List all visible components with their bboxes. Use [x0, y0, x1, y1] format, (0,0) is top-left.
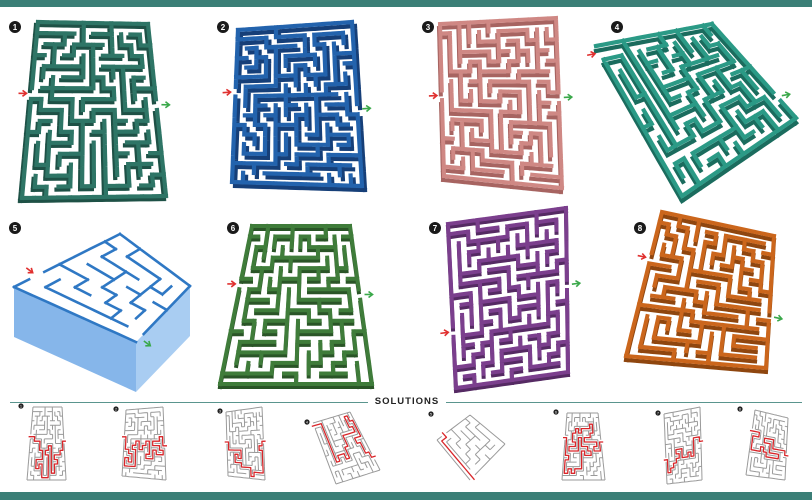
solution-number-badge: 1 — [18, 403, 24, 409]
exit-arrow-icon — [143, 340, 152, 347]
solution-walls — [436, 414, 506, 481]
maze-3: 3 — [422, 15, 574, 195]
exit-arrow-icon — [773, 314, 784, 322]
maze-6-walls — [217, 223, 375, 387]
solution-walls — [26, 406, 67, 481]
solution-walls — [745, 409, 789, 481]
divider-left — [10, 402, 368, 403]
maze-number: 2 — [221, 23, 226, 32]
maze-number: 5 — [13, 224, 18, 233]
solution-number-badge: 3 — [217, 408, 223, 414]
maze-1-walls — [19, 19, 169, 201]
maze-number: 4 — [615, 23, 620, 32]
solution-number-badge: 7 — [655, 410, 661, 416]
exit-arrow-icon — [563, 93, 574, 101]
entry-arrow-icon — [428, 92, 439, 100]
entry-arrow-icon — [637, 252, 647, 261]
solution-6: 6 — [553, 409, 606, 481]
solution-number-badge: 5 — [428, 411, 434, 417]
solution-number-badge: 4 — [304, 419, 310, 425]
maze-8: 8 — [623, 209, 784, 375]
solution-3: 3 — [217, 406, 266, 481]
solution-number: 7 — [657, 412, 659, 416]
maze-7: 7 — [429, 205, 582, 394]
maze-number-badge: 7 — [429, 222, 441, 234]
solution-path — [224, 440, 266, 478]
solution-number-badge: 6 — [553, 409, 559, 415]
maze-4: 4 — [586, 21, 799, 204]
solution-walls — [312, 411, 381, 485]
exit-arrow-icon — [364, 290, 374, 299]
bottom-bar — [0, 492, 812, 500]
maze-5-walls — [12, 232, 192, 344]
solution-number: 3 — [219, 410, 221, 414]
maze-number: 1 — [13, 23, 18, 32]
maze-number: 8 — [638, 224, 643, 233]
maze-number-badge: 8 — [634, 222, 646, 234]
solution-7: 7 — [655, 406, 704, 485]
maze-7-walls — [445, 205, 571, 391]
maze-6: 6 — [217, 222, 375, 390]
maze-5: 5 — [9, 222, 192, 392]
solution-4: 4 — [304, 411, 381, 485]
solution-path — [441, 431, 475, 481]
maze-number: 7 — [433, 224, 438, 233]
solution-path — [311, 415, 376, 463]
divider-right — [446, 402, 802, 403]
entry-arrow-icon — [440, 329, 450, 337]
maze-5-side-left — [14, 287, 136, 392]
maze-4-walls — [593, 21, 799, 199]
solution-number: 5 — [430, 413, 432, 417]
top-bar — [0, 0, 812, 7]
solution-path — [563, 423, 604, 474]
solution-number: 1 — [20, 405, 22, 409]
exit-arrow-icon — [571, 279, 582, 288]
solution-1: 1 — [18, 403, 67, 481]
solution-path — [122, 436, 167, 468]
solution-5: 5 — [428, 411, 506, 481]
maze-number-badge: 4 — [611, 21, 623, 33]
solution-2: 2 — [113, 406, 167, 481]
exit-arrow-icon — [362, 104, 372, 113]
solution-number: 4 — [306, 421, 308, 425]
maze-8-walls — [623, 209, 777, 371]
maze-3-walls — [437, 15, 565, 191]
maze-number-badge: 6 — [227, 222, 239, 234]
solution-path — [28, 436, 66, 479]
maze-number: 3 — [426, 23, 431, 32]
exit-arrow-icon — [781, 91, 791, 99]
solution-path — [663, 436, 704, 474]
entry-arrow-icon — [25, 267, 34, 274]
solutions-label: SOLUTIONS — [374, 396, 440, 407]
solutions-heading: SOLUTIONS — [0, 396, 812, 410]
solution-number: 6 — [555, 411, 557, 415]
solution-walls — [121, 406, 167, 481]
solution-number-badge: 8 — [737, 406, 743, 412]
solution-number: 2 — [115, 408, 117, 412]
solution-8: 8 — [737, 406, 789, 481]
solution-walls — [663, 406, 703, 485]
maze-1: 1 — [9, 19, 171, 204]
maze-2-walls — [229, 19, 365, 189]
maze-number-badge: 3 — [422, 21, 434, 33]
solution-walls — [561, 412, 606, 481]
maze-number-badge: 5 — [9, 222, 21, 234]
solution-path — [749, 429, 789, 460]
maze-number-badge: 2 — [217, 21, 229, 33]
maze-2: 2 — [217, 19, 372, 193]
entry-arrow-icon — [222, 88, 232, 96]
maze-number-badge: 1 — [9, 21, 21, 33]
entry-arrow-icon — [586, 50, 597, 58]
solution-number: 8 — [739, 408, 741, 412]
solution-number-badge: 2 — [113, 406, 119, 412]
maze-number: 6 — [231, 224, 236, 233]
entry-arrow-icon — [18, 89, 28, 97]
entry-arrow-icon — [227, 280, 237, 288]
solution-walls — [225, 406, 266, 481]
maze-5-side-right — [136, 286, 190, 392]
exit-arrow-icon — [161, 101, 171, 109]
